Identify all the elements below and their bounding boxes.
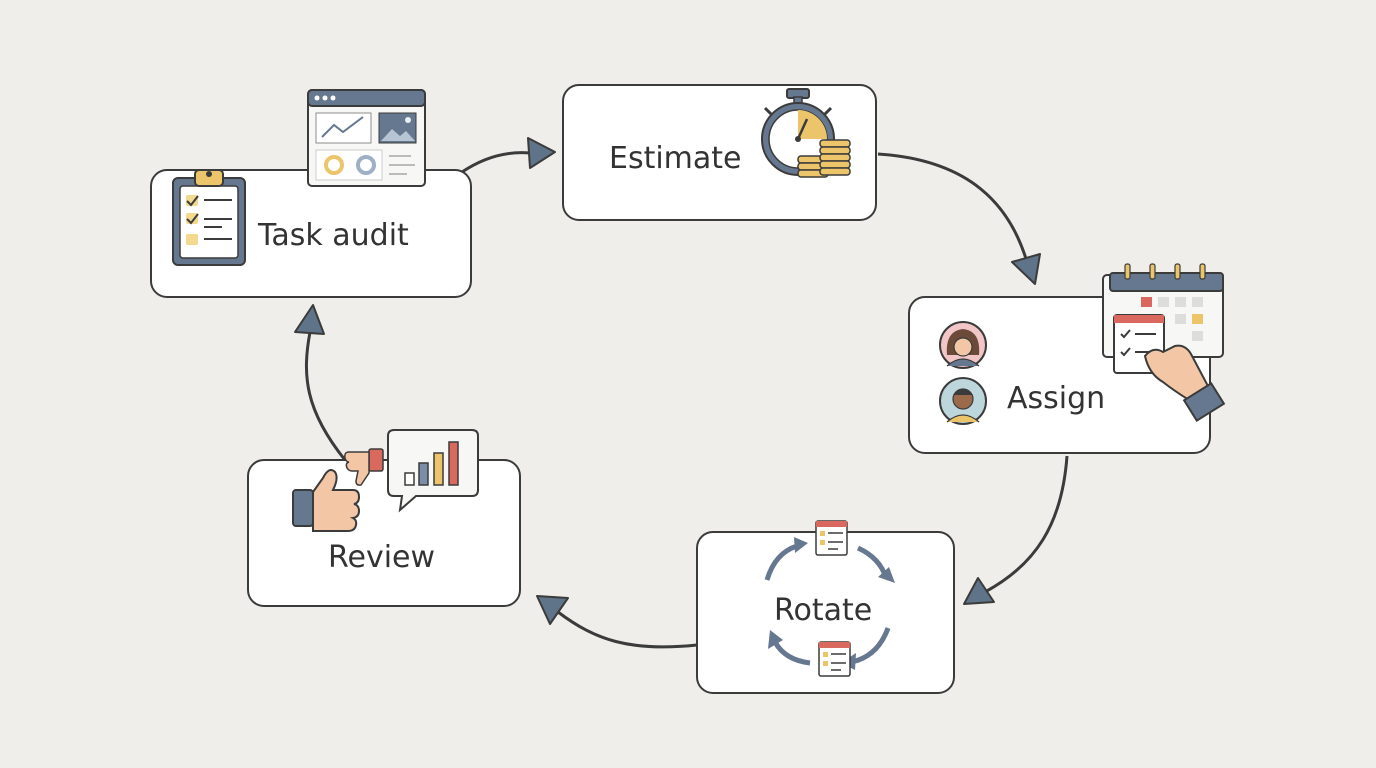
arrow-rotate-to-review [536, 595, 698, 649]
hand-pointing-icon [1143, 344, 1226, 423]
review-card [247, 459, 521, 607]
task-card-icon [815, 520, 848, 556]
review-label: Review [328, 540, 435, 575]
thumbs-down-icon [344, 448, 384, 486]
rotate-label: Rotate [774, 593, 872, 628]
step-estimate: Estimate [562, 84, 877, 221]
arrow-assign-to-rotate [963, 455, 1069, 605]
task-audit-label: Task audit [257, 218, 409, 253]
avatar-woman-icon [939, 321, 987, 369]
thumbs-up-icon [292, 469, 361, 532]
step-review: Review [247, 429, 521, 607]
coin-stack-icon [797, 139, 851, 178]
bar-chart-bubble-icon [387, 429, 479, 513]
arrow-review-to-audit [294, 304, 347, 461]
avatar-man-icon [939, 377, 987, 425]
circular-arrows-icon [764, 537, 895, 670]
step-assign: Assign [908, 263, 1226, 454]
step-task-audit: Task audit [150, 89, 472, 298]
assign-label: Assign [1007, 381, 1105, 416]
dashboard-window-icon [307, 89, 426, 187]
arrow-audit-to-estimate [461, 137, 556, 174]
task-card-icon [818, 641, 851, 677]
estimate-label: Estimate [609, 141, 742, 176]
clipboard-checklist-icon [172, 169, 246, 266]
arrow-estimate-to-assign [877, 152, 1041, 285]
step-rotate: Rotate [696, 520, 955, 694]
